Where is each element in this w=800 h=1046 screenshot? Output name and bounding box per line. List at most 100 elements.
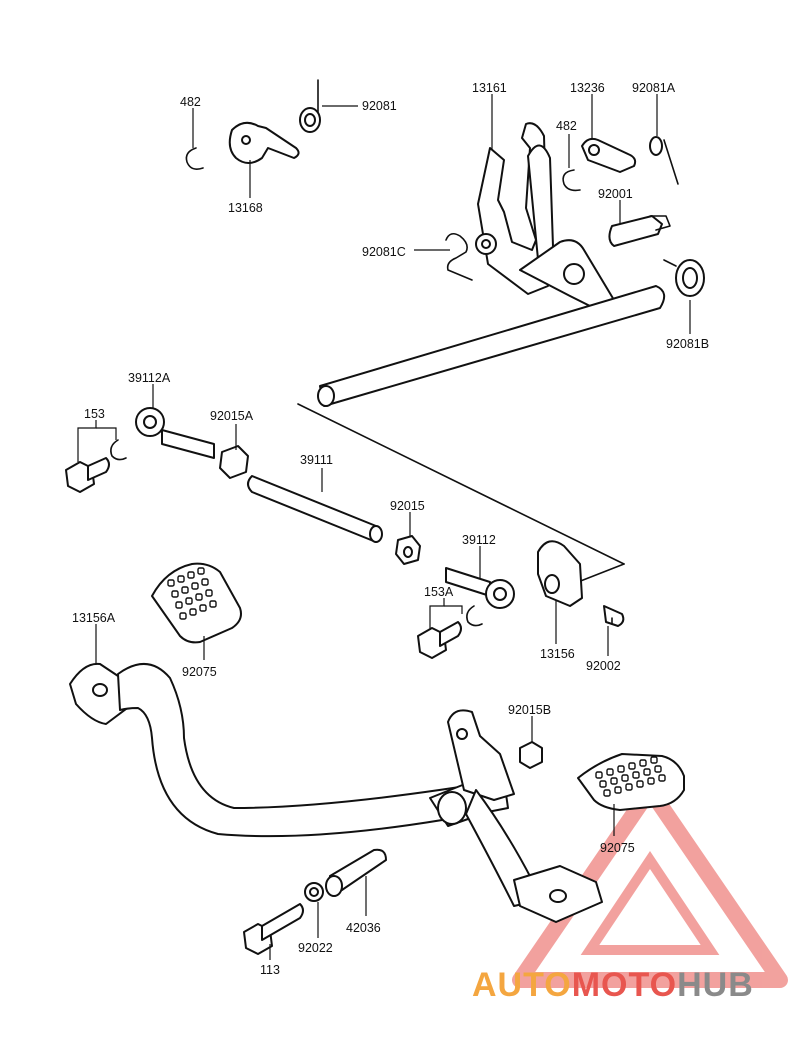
- pedal-pad-92075-right: [577, 753, 685, 811]
- pad-tread-cell: [639, 759, 647, 767]
- clip-153A: [466, 605, 483, 627]
- label-39112A: 39112A: [128, 371, 171, 385]
- shift-lever-13156: [537, 540, 583, 607]
- label-13236: 13236: [570, 81, 605, 95]
- label-42036: 42036: [346, 921, 381, 935]
- shift-shaft: [317, 285, 666, 407]
- pad-tread-cell: [199, 604, 207, 612]
- bolt-92002: [603, 605, 625, 627]
- label-92075-left: 92075: [182, 665, 217, 679]
- pedal-lever-13156A: [69, 662, 541, 907]
- pad-tread-cell: [177, 575, 185, 583]
- svg-text:AUTOMOTOHUB: AUTOMOTOHUB: [472, 966, 754, 1004]
- pad-tread-cell: [209, 600, 217, 608]
- pad-tread-cell: [175, 601, 183, 609]
- pad-tread-cell: [167, 579, 175, 587]
- pad-tread-cell: [610, 777, 618, 785]
- label-13168: 13168: [228, 201, 263, 215]
- pad-tread-cell: [625, 783, 633, 791]
- label-92002: 92002: [586, 659, 621, 673]
- spring-92081A: [649, 136, 679, 185]
- label-39112: 39112: [462, 533, 496, 547]
- watermark-part1: AUTO: [472, 966, 572, 1004]
- label-482-right: 482: [556, 119, 577, 133]
- label-92022: 92022: [298, 941, 333, 955]
- shift-arm-13161: [475, 122, 615, 315]
- pad-tread-cell: [614, 786, 622, 794]
- pad-tread-cell: [185, 597, 193, 605]
- pad-tread-cell: [191, 582, 199, 590]
- label-13156A: 13156A: [72, 611, 116, 625]
- label-92081: 92081: [362, 99, 397, 113]
- shift-plate-13168: [228, 121, 300, 164]
- pad-tread-cell: [595, 771, 603, 779]
- pad-tread-cell: [189, 608, 197, 616]
- bolt-92001: [608, 215, 671, 247]
- bolt-153: [65, 457, 110, 493]
- watermark-text: AUTOMOTOHUB: [472, 966, 754, 1004]
- guide-line-2: [577, 563, 625, 583]
- nut-92015: [395, 535, 421, 565]
- pad-tread-cell: [599, 780, 607, 788]
- clip-153: [110, 439, 127, 461]
- pad-tread-cell: [187, 571, 195, 579]
- leader-lines: [77, 94, 691, 960]
- pad-tread-cell: [621, 774, 629, 782]
- pad-tread-cell: [205, 589, 213, 597]
- label-13161: 13161: [472, 81, 507, 95]
- guide-line: [297, 403, 625, 565]
- label-13156: 13156: [540, 647, 575, 661]
- pad-tread-cell: [606, 768, 614, 776]
- label-92081C: 92081C: [362, 245, 406, 259]
- label-92015: 92015: [390, 499, 425, 513]
- pad-tread-cell: [179, 612, 187, 620]
- label-92015A: 92015A: [210, 409, 254, 423]
- pad-tread-cell: [181, 586, 189, 594]
- label-92015B: 92015B: [508, 703, 551, 717]
- nut-92015A: [219, 445, 249, 479]
- label-482-left: 482: [180, 95, 201, 109]
- pad-tread-cell: [636, 780, 644, 788]
- plate-13236: [581, 137, 637, 173]
- pad-tread-cell: [195, 593, 203, 601]
- rod-end-39112: [445, 567, 515, 609]
- nut-92015B: [519, 741, 543, 769]
- spring-92081B: [663, 259, 705, 297]
- label-92081A: 92081A: [632, 81, 676, 95]
- label-153: 153: [84, 407, 105, 421]
- rod-end-39112A: [135, 407, 215, 459]
- rod-39111: [247, 475, 383, 543]
- circlip-482-right: [562, 169, 581, 192]
- bolt-153A: [417, 621, 462, 659]
- bushing-42036: [325, 848, 387, 897]
- spring-92081C: [445, 232, 473, 281]
- washer-92022: [304, 882, 324, 902]
- label-113: 113: [260, 963, 280, 977]
- watermark-part2: MOTO: [572, 966, 677, 1004]
- label-92081B: 92081B: [666, 337, 709, 351]
- pad-tread-cell: [650, 756, 658, 764]
- circlip-482-left: [185, 147, 204, 170]
- pad-tread-cell: [603, 789, 611, 797]
- pad-tread-cell: [171, 590, 179, 598]
- pad-tread-cell: [628, 762, 636, 770]
- pad-tread-cell: [617, 765, 625, 773]
- label-92001: 92001: [598, 187, 633, 201]
- pad-tread-cell: [201, 578, 209, 586]
- watermark-part3: HUB: [677, 966, 754, 1004]
- label-39111: 39111: [300, 453, 333, 467]
- pedal-pad-92075-left: [151, 562, 242, 644]
- bolt-113: [243, 903, 304, 955]
- label-153A: 153A: [424, 585, 454, 599]
- spring-92081: [299, 79, 321, 133]
- pad-tread-cell: [197, 567, 205, 575]
- part-labels: 482 13168 92081 13161 13236 92081A 482 9…: [72, 81, 709, 977]
- pad-tread-cell: [647, 777, 655, 785]
- brake-pedal-footplate: [513, 865, 603, 923]
- pad-tread-cell: [654, 765, 662, 773]
- pad-tread-cell: [632, 771, 640, 779]
- pad-tread-cell: [643, 768, 651, 776]
- pad-tread-cell: [658, 774, 666, 782]
- label-92075-right: 92075: [600, 841, 635, 855]
